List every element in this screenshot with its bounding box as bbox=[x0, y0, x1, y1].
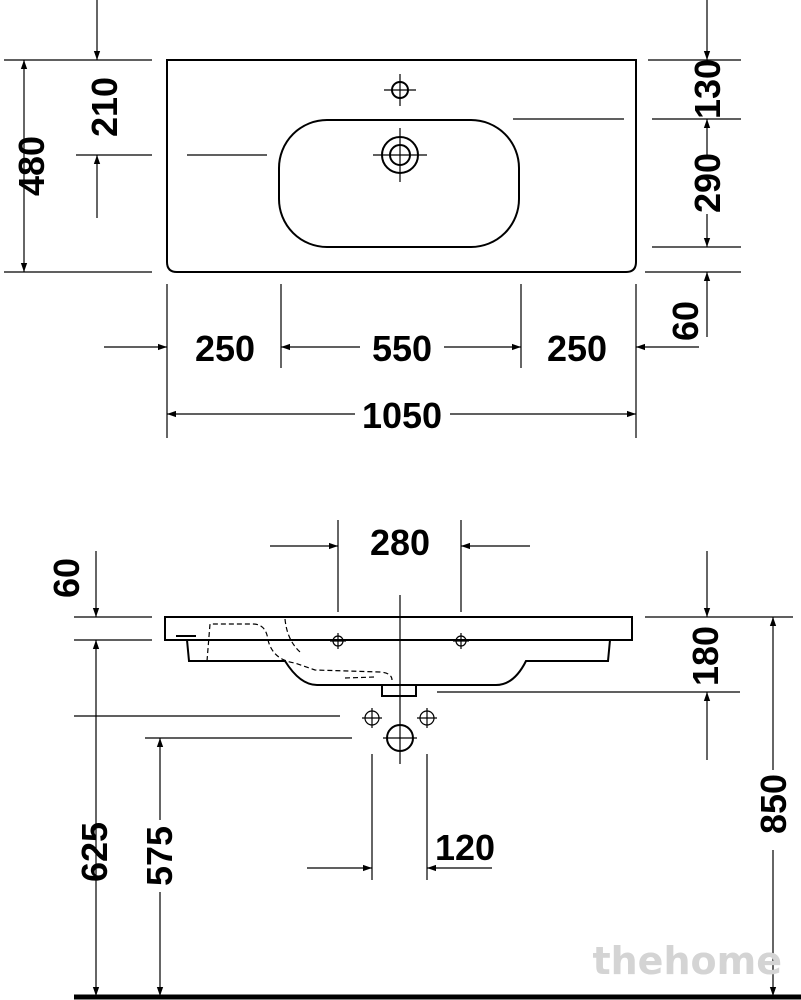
basin-profile bbox=[164, 616, 633, 641]
dim-480-label: 480 bbox=[11, 136, 52, 196]
supply-connection-right-icon bbox=[417, 708, 437, 728]
tap-hole-right-icon bbox=[453, 633, 469, 649]
side-view: 280 60 180 625 575 850 120 bbox=[46, 520, 801, 1000]
dim-180-label: 180 bbox=[685, 626, 726, 686]
dim-60-top-label: 60 bbox=[665, 301, 706, 341]
basin-outline bbox=[166, 59, 637, 273]
dim-1050-label: 1050 bbox=[362, 395, 442, 436]
drain-icon bbox=[373, 128, 427, 182]
dim-120-label: 120 bbox=[435, 827, 495, 868]
dim-210-label: 210 bbox=[84, 77, 125, 137]
dim-280-label: 280 bbox=[370, 522, 430, 563]
dim-575-label: 575 bbox=[139, 826, 180, 886]
dim-250-left-label: 250 bbox=[195, 328, 255, 369]
dim-550-label: 550 bbox=[372, 328, 432, 369]
dim-250-right-label: 250 bbox=[547, 328, 607, 369]
dim-290-label: 290 bbox=[687, 153, 728, 213]
bowl-outline bbox=[278, 119, 520, 248]
watermark-text: thehome bbox=[592, 939, 782, 983]
waste-pipe-icon bbox=[383, 724, 417, 752]
dim-625-label: 625 bbox=[74, 822, 115, 882]
dim-850-label: 850 bbox=[753, 774, 794, 834]
tap-hole-icon bbox=[384, 74, 416, 106]
supply-connection-left-icon bbox=[362, 708, 382, 728]
dim-130-label: 130 bbox=[687, 59, 728, 119]
tap-hole-left-icon bbox=[330, 633, 346, 649]
top-view: 480 210 130 290 60 250 550 250 1050 bbox=[4, 0, 741, 438]
dim-60-side-label: 60 bbox=[46, 558, 87, 598]
